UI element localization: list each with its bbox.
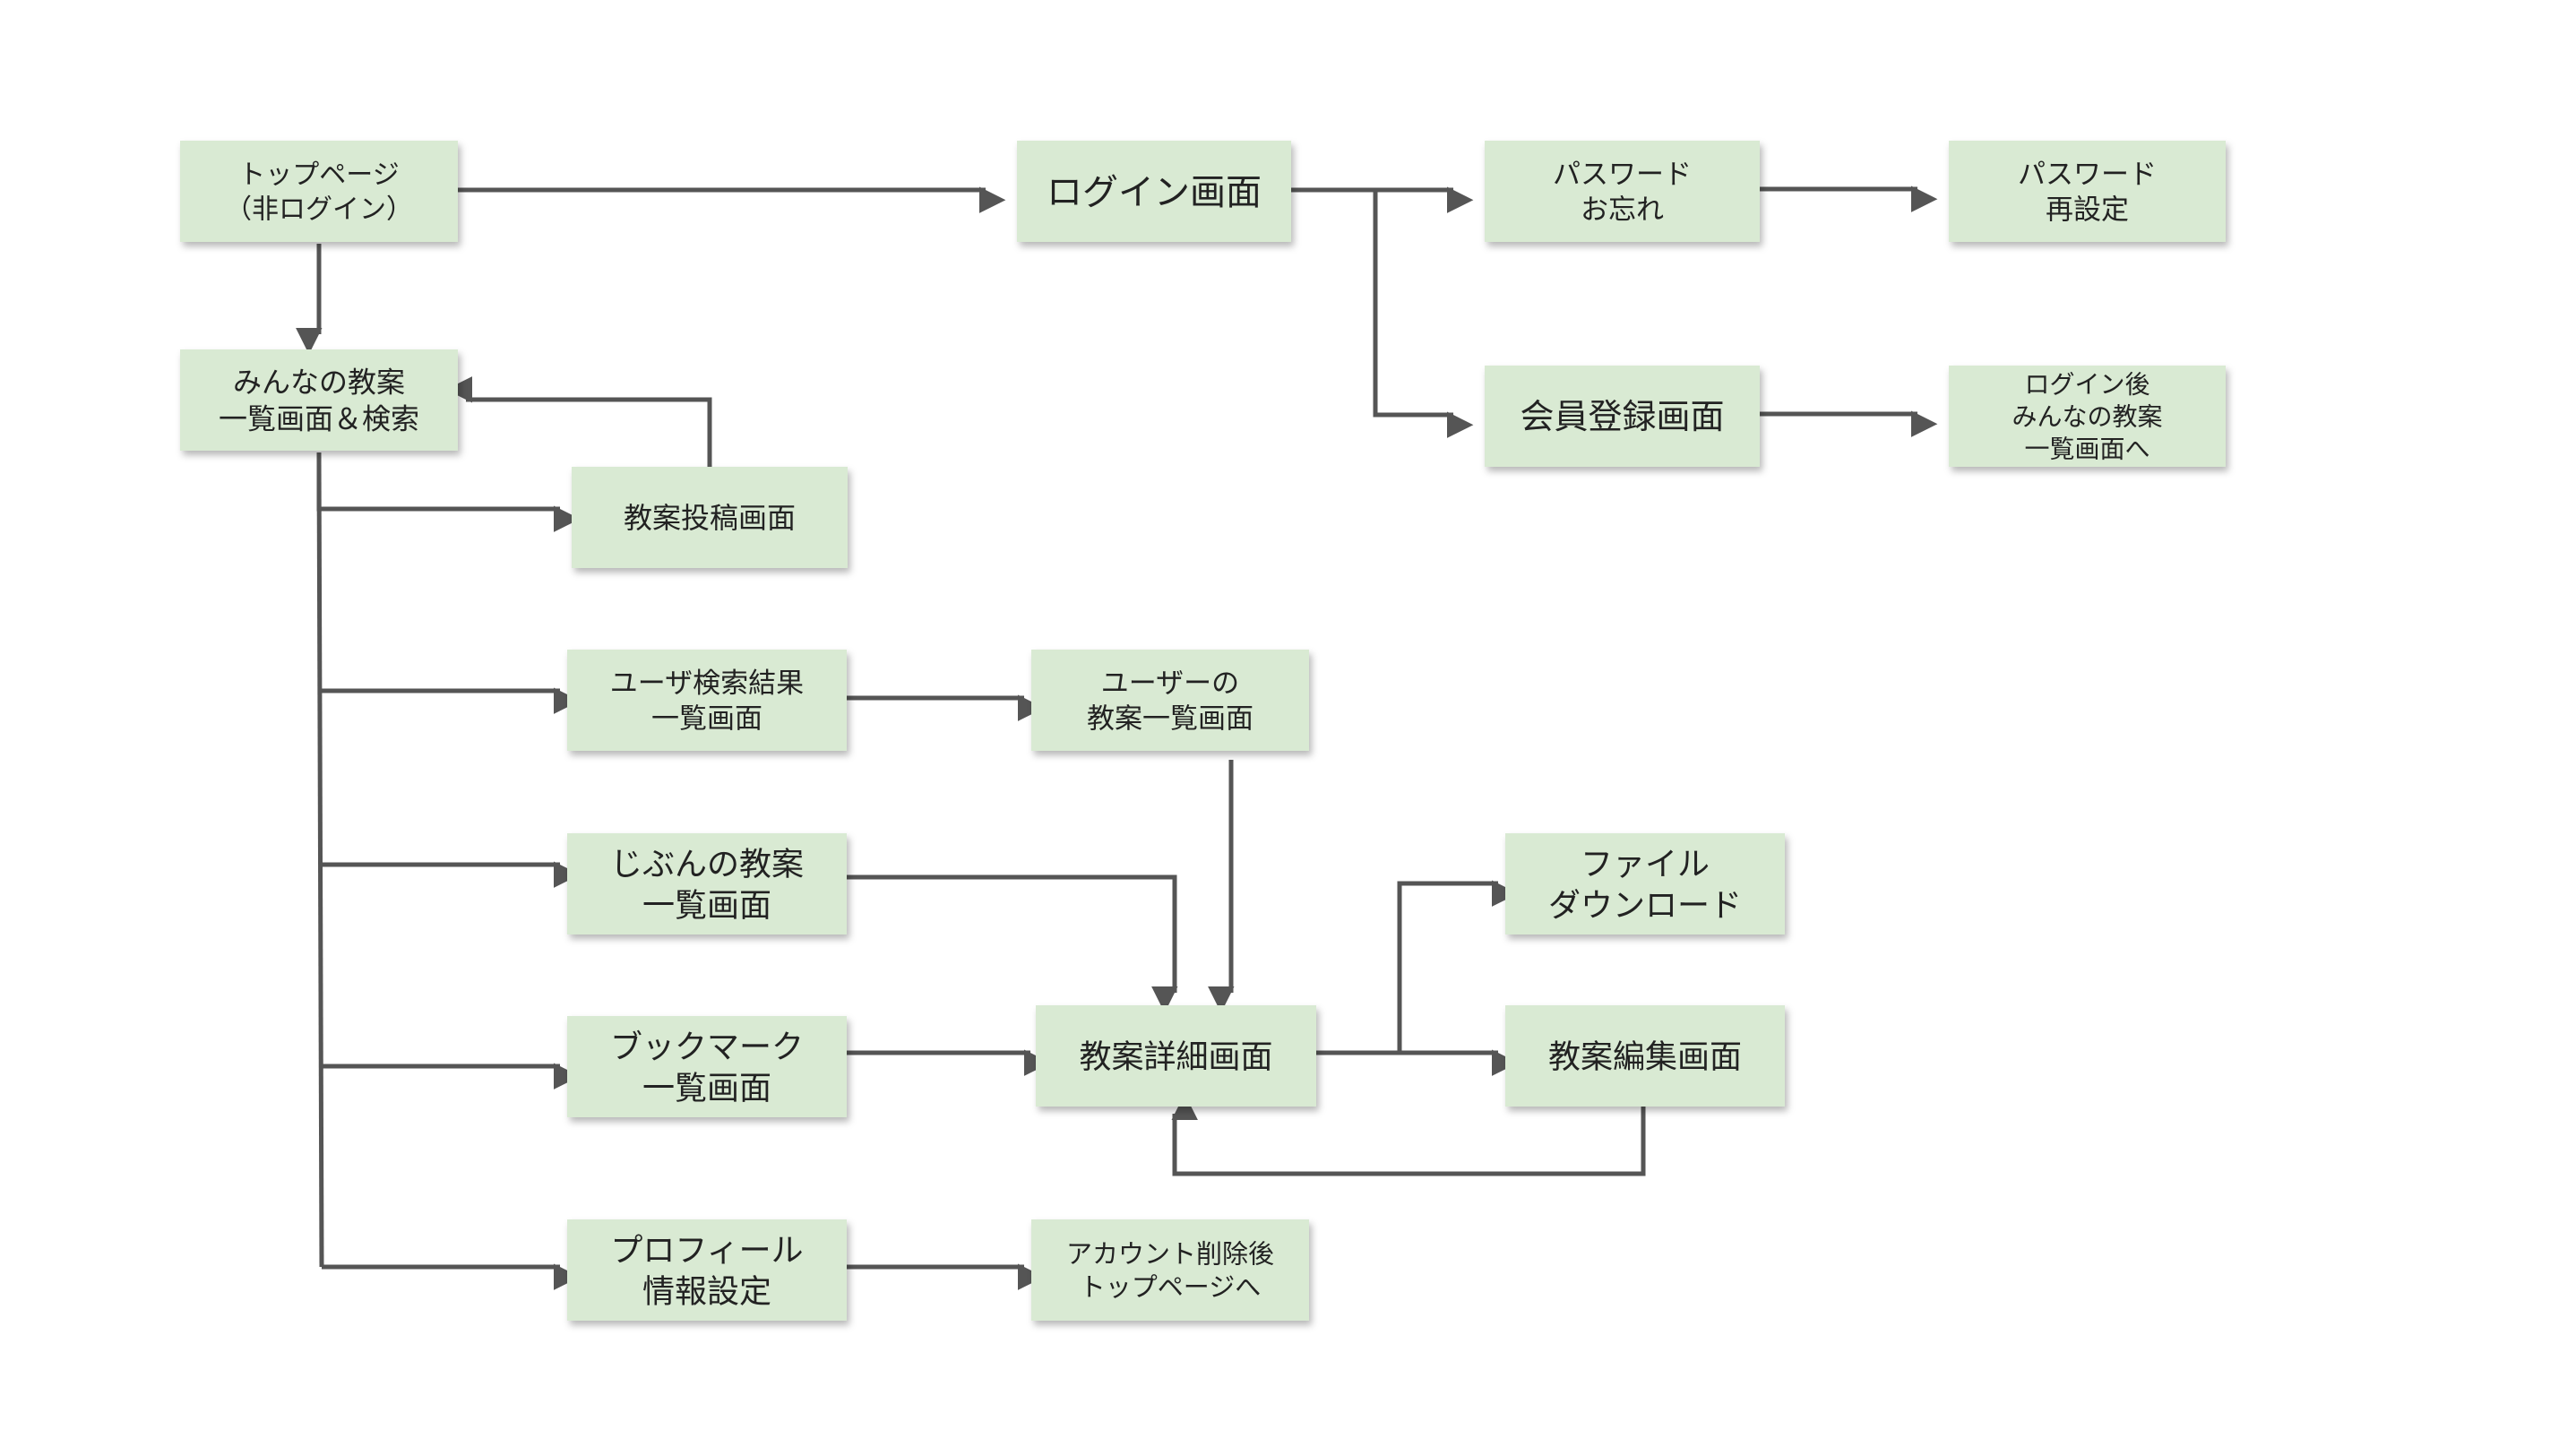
node-label-user-search-1: ユーザ検索結果: [610, 668, 804, 700]
node-label-plan-detail-1: 教案詳細画面: [1079, 1038, 1272, 1075]
node-label-file-download-1: ファイル: [1581, 846, 1710, 883]
node-label-file-download-2: ダウンロード: [1548, 888, 1742, 925]
node-box-member-register: [1485, 366, 1760, 467]
node-label-profile-2: 情報設定: [642, 1274, 771, 1311]
node-label-after-login-2: みんなの教案: [2012, 402, 2162, 432]
node-top-page: トップページ（非ログイン）: [180, 141, 458, 242]
node-box-after-delete: [1031, 1219, 1309, 1321]
node-box-plan-edit: [1505, 1005, 1785, 1107]
node-label-my-plans-2: 一覧画面: [642, 888, 771, 925]
edge-trunk: [316, 452, 324, 1268]
node-label-top-page-2: （非ログイン）: [225, 194, 413, 226]
node-box-after-login: [1949, 366, 2226, 467]
node-label-bookmark-2: 一覧画面: [642, 1071, 771, 1107]
node-plan-edit: 教案編集画面: [1505, 1005, 1785, 1107]
node-box-password-reset: [1949, 141, 2226, 242]
node-label-my-plans-1: じぶんの教案: [610, 846, 804, 883]
edge-all-plans-to-post: [316, 452, 581, 532]
node-member-register: 会員登録画面: [1485, 366, 1760, 467]
edge-post-to-all-plans: [445, 376, 712, 467]
node-box-login: [1017, 141, 1291, 242]
node-box-password-forgot: [1485, 141, 1760, 242]
node-box-profile: [567, 1219, 847, 1321]
edge-detail-to-download: [1397, 880, 1519, 1053]
node-plan-detail: 教案詳細画面: [1036, 1005, 1316, 1107]
node-login: ログイン画面: [1017, 141, 1291, 242]
node-box-bookmark: [567, 1016, 847, 1117]
node-label-login-1: ログイン画面: [1047, 172, 1262, 213]
node-plan-post: 教案投稿画面: [572, 467, 848, 568]
edge-my-plans-to-detail: [847, 874, 1178, 1013]
node-label-password-reset-1: パスワード: [2018, 159, 2157, 191]
node-label-bookmark-1: ブックマーク: [610, 1029, 804, 1065]
node-label-all-plans-2: 一覧画面＆検索: [219, 402, 419, 436]
edge-login-to-member-register: [1373, 190, 1474, 438]
node-box-plan-detail: [1036, 1005, 1316, 1107]
node-label-profile-1: プロフィール: [610, 1232, 803, 1269]
node-label-all-plans-1: みんなの教案: [233, 366, 405, 400]
node-box-plan-post: [572, 467, 848, 568]
edge-edit-to-detail: [1171, 1093, 1646, 1176]
node-label-user-plans-2: 教案一覧画面: [1087, 703, 1254, 736]
node-box-my-plans: [567, 833, 847, 935]
node-label-after-login-3: 一覧画面へ: [2024, 434, 2150, 463]
node-box-all-plans: [180, 349, 458, 451]
node-label-password-forgot-1: パスワード: [1553, 159, 1692, 191]
node-box-user-plans: [1031, 650, 1309, 751]
node-label-password-reset-2: 再設定: [2046, 194, 2129, 227]
node-label-after-delete-2: トップページへ: [1080, 1272, 1261, 1303]
nodes: トップページ（非ログイン）ログイン画面パスワードお忘れパスワード再設定会員登録画…: [180, 141, 2226, 1321]
node-box-file-download: [1505, 833, 1785, 935]
node-label-after-delete-1: アカウント削除後: [1066, 1238, 1274, 1269]
node-label-user-plans-1: ユーザーの: [1101, 668, 1239, 700]
node-label-user-search-2: 一覧画面: [651, 703, 762, 736]
node-label-plan-edit-1: 教案編集画面: [1548, 1038, 1742, 1075]
node-label-top-page-1: トップページ: [238, 159, 399, 191]
node-label-plan-post-1: 教案投稿画面: [624, 501, 796, 535]
edges: [296, 185, 1938, 1290]
node-label-password-forgot-2: お忘れ: [1581, 194, 1664, 227]
node-label-after-login-1: ログイン後: [2024, 370, 2150, 400]
node-box-user-search: [567, 650, 847, 751]
node-box-top-page: [180, 141, 458, 242]
node-label-member-register-1: 会員登録画面: [1520, 397, 1724, 436]
